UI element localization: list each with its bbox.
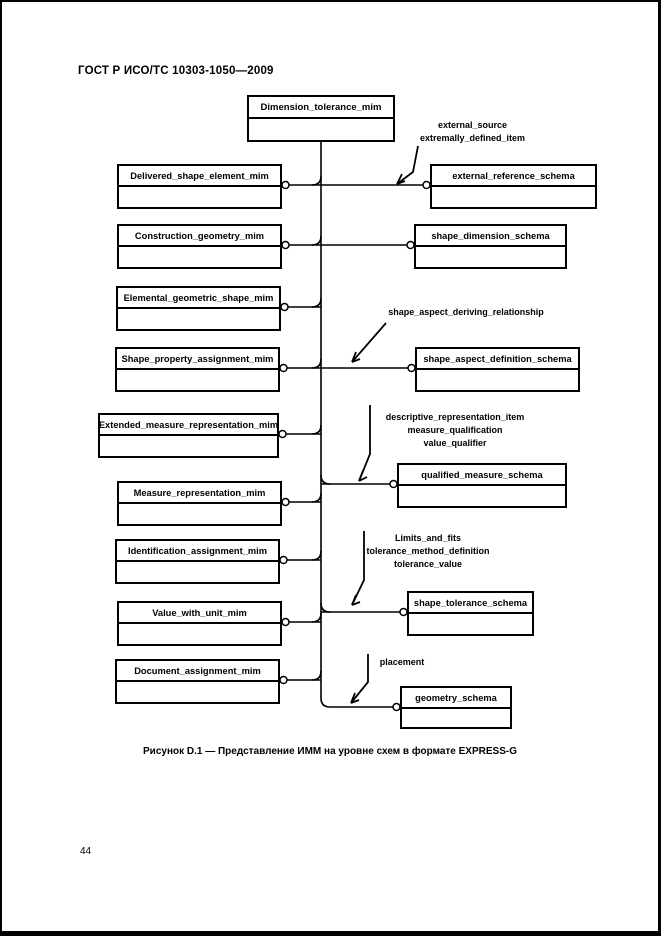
box-shape-dimension-schema: shape_dimension_schema <box>414 224 567 269</box>
box-document-assignment-mim: Document_assignment_mim <box>115 659 280 704</box>
box-body <box>117 370 278 411</box>
box-body <box>117 682 278 723</box>
row-connector-lines <box>276 184 432 681</box>
annotation-line: placement <box>379 657 425 667</box>
box-dimension-tolerance-mim: Dimension_tolerance_mim <box>247 95 395 142</box>
box-title: Delivered_shape_element_mim <box>119 166 280 187</box>
box-value-with-unit-mim: Value_with_unit_mim <box>117 601 282 646</box>
box-title: Document_assignment_mim <box>117 661 278 682</box>
box-body <box>118 309 279 350</box>
box-title: Extended_measure_representation_mim <box>100 415 277 436</box>
annotation-external-reference: external_source extremally_defined_item <box>410 119 535 145</box>
box-title: Dimension_tolerance_mim <box>249 97 393 119</box>
box-body <box>402 709 510 748</box>
box-identification-assignment-mim: Identification_assignment_mim <box>115 539 280 584</box>
page-number: 44 <box>80 846 92 857</box>
box-measure-representation-mim: Measure_representation_mim <box>117 481 282 526</box>
annotation-line: shape_aspect_deriving_relationship <box>388 307 544 317</box>
junction-fillets <box>311 175 331 681</box>
annotation-line: descriptive_representation_item <box>385 412 525 422</box>
box-title: Measure_representation_mim <box>119 483 280 504</box>
annotation-line: measure_qualification <box>407 425 503 435</box>
box-shape-tolerance-schema: shape_tolerance_schema <box>407 591 534 636</box>
box-body <box>416 247 565 288</box>
box-body <box>100 436 277 477</box>
box-external-reference-schema: external_reference_schema <box>430 164 597 209</box>
annotation-leader-arrows <box>350 145 419 704</box>
figure-caption: Рисунок D.1 — Представление ИММ на уровн… <box>143 746 517 757</box>
box-title: shape_tolerance_schema <box>409 593 532 614</box>
annotation-line: value_qualifier <box>423 438 487 448</box>
box-body <box>119 187 280 228</box>
box-body <box>409 614 532 655</box>
annotation-line: tolerance_method_definition <box>366 546 490 556</box>
annotation-line: external_source <box>437 120 508 130</box>
annotation-line: extremally_defined_item <box>419 133 526 143</box>
box-elemental-geometric-shape-mim: Elemental_geometric_shape_mim <box>116 286 281 331</box>
box-extended-measure-representation-mim: Extended_measure_representation_mim <box>98 413 279 458</box>
annotation-qualified-measure: descriptive_representation_item measure_… <box>380 411 530 450</box>
standard-header: ГОСТ Р ИСО/ТС 10303-1050—2009 <box>78 65 274 77</box>
box-geometry-schema: geometry_schema <box>400 686 512 729</box>
box-shape-aspect-definition-schema: shape_aspect_definition_schema <box>415 347 580 392</box>
box-qualified-measure-schema: qualified_measure_schema <box>397 463 567 508</box>
annotation-shape-tolerance: Limits_and_fits tolerance_method_definit… <box>362 532 494 571</box>
annotation-shape-aspect: shape_aspect_deriving_relationship <box>382 306 550 319</box>
box-title: Identification_assignment_mim <box>117 541 278 562</box>
box-title: external_reference_schema <box>432 166 595 187</box>
box-title: Construction_geometry_mim <box>119 226 280 247</box>
trunk-line <box>320 142 397 708</box>
box-title: Elemental_geometric_shape_mim <box>118 288 279 309</box>
box-body <box>117 562 278 603</box>
box-body <box>249 119 393 162</box>
box-delivered-shape-element-mim: Delivered_shape_element_mim <box>117 164 282 209</box>
box-body <box>399 486 565 527</box>
box-body <box>417 370 578 411</box>
box-title: Shape_property_assignment_mim <box>117 349 278 370</box>
box-body <box>432 187 595 228</box>
annotation-line: tolerance_value <box>393 559 463 569</box>
box-title: shape_aspect_definition_schema <box>417 349 578 370</box>
box-title: geometry_schema <box>402 688 510 709</box>
annotation-line: Limits_and_fits <box>394 533 461 543</box>
box-title: shape_dimension_schema <box>416 226 565 247</box>
annotation-placement: placement <box>374 656 430 669</box>
box-shape-property-assignment-mim: Shape_property_assignment_mim <box>115 347 280 392</box>
box-title: Value_with_unit_mim <box>119 603 280 624</box>
box-body <box>119 247 280 288</box>
box-title: qualified_measure_schema <box>399 465 565 486</box>
page-reference-circles <box>278 180 431 712</box>
box-construction-geometry-mim: Construction_geometry_mim <box>117 224 282 269</box>
